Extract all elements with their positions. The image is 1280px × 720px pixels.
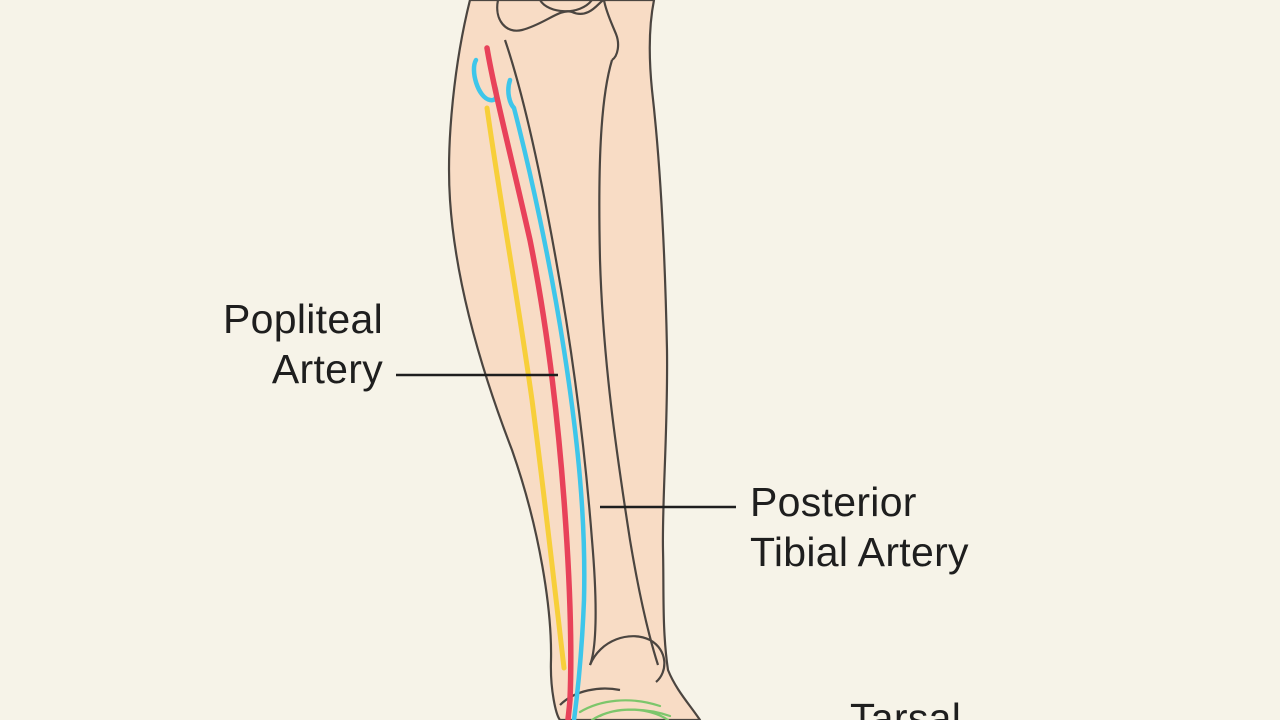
tibia-head-outline	[602, 0, 620, 61]
popliteal-label-line2: Artery	[271, 346, 383, 392]
nerve-line	[484, 105, 567, 671]
vein-line-main	[506, 77, 587, 720]
artery-line	[484, 45, 574, 720]
popliteal-label-line1: Popliteal	[223, 296, 383, 342]
fibula-outline	[598, 59, 660, 666]
patella-outline	[539, 0, 593, 13]
tarsal-label-line1: Tarsal	[850, 695, 962, 720]
posterior-tibial-artery-label: Posterior Tibial Artery	[750, 477, 969, 577]
tarsal-label: Tarsal	[850, 693, 961, 720]
leg-outline	[447, 0, 702, 720]
posterior-label-line2: Tibial Artery	[750, 529, 969, 575]
knee-joint-outline	[496, 0, 605, 32]
posterior-label-line1: Posterior	[750, 479, 917, 525]
tibia-outline	[503, 39, 597, 666]
tarsal-vessels	[578, 699, 672, 720]
ankle-bone-outline	[588, 635, 666, 683]
heel-outline	[559, 687, 621, 706]
popliteal-artery-label: Popliteal Artery	[223, 294, 383, 394]
